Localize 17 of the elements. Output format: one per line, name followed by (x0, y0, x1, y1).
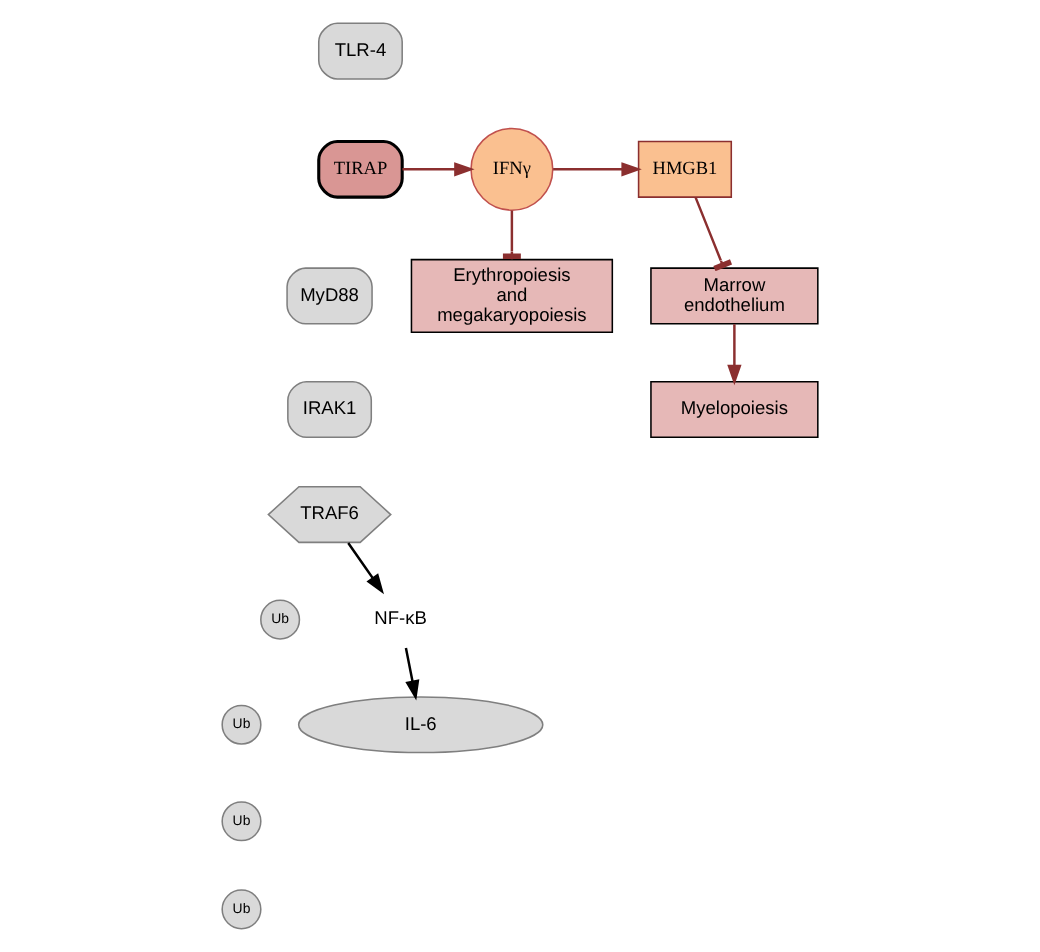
node-box: TIRAP (317, 139, 404, 199)
arrow (404, 647, 420, 701)
node-box: Myelopoiesis (650, 380, 819, 439)
node-text: NF-κB (374, 608, 427, 629)
arrow (402, 162, 475, 177)
arrow (347, 542, 384, 595)
arrow (727, 324, 742, 386)
node-box: MyD88 (286, 267, 373, 325)
arrow (553, 162, 642, 177)
node-box: Erythropoiesis and megakaryopoiesis (410, 258, 614, 334)
node-box: HMGB1 (637, 140, 733, 198)
node-box: IRAK1 (287, 380, 373, 439)
node-box: TLR-4 (317, 22, 403, 80)
connector (694, 197, 733, 272)
node-circle: IFNγ (470, 127, 554, 211)
node-ellipse: IL-6 (297, 696, 544, 754)
node-box: Marrow endothelium (650, 267, 819, 325)
